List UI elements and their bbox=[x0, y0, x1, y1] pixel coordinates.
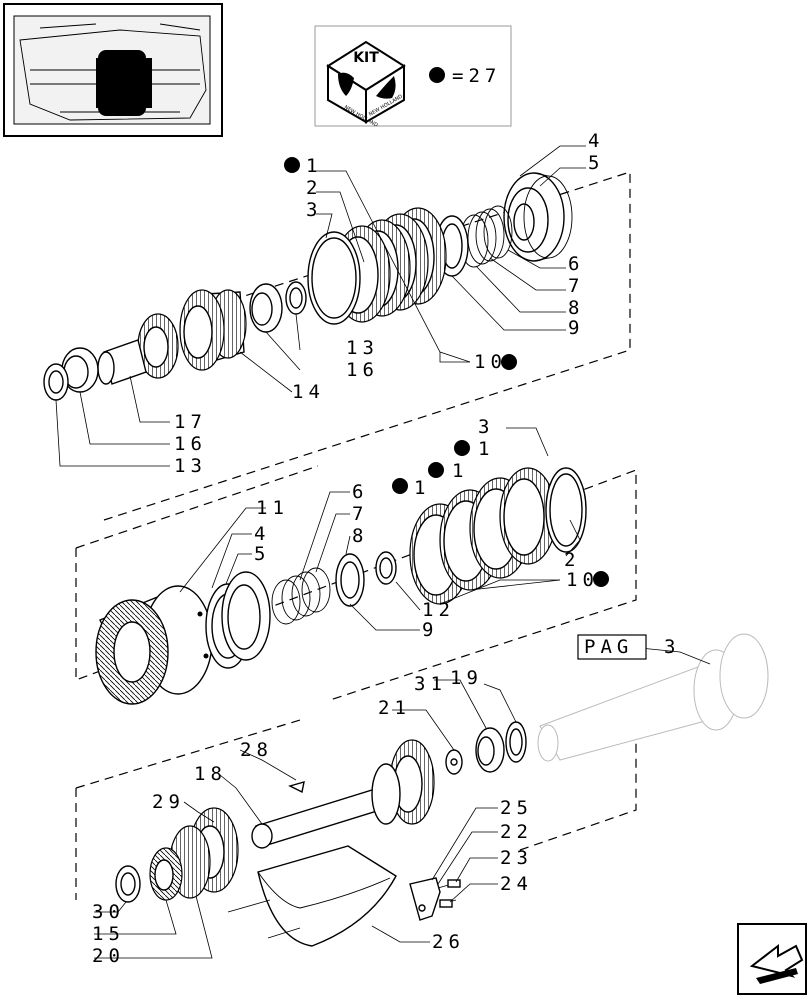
kit-dot-d1b bbox=[428, 462, 444, 478]
callout-e22: 22 bbox=[500, 821, 533, 843]
callout-c16b: 16 bbox=[174, 433, 207, 455]
page-reference-box: PAG bbox=[584, 636, 633, 658]
page-reference-number: 3 bbox=[664, 636, 680, 658]
callout-c6: 6 bbox=[568, 253, 584, 275]
kit-badge-text: KIT bbox=[353, 50, 379, 66]
callout-d6: 6 bbox=[352, 481, 368, 503]
callout-d8: 8 bbox=[352, 525, 368, 547]
callout-e30: 30 bbox=[92, 901, 125, 923]
kit-legend: KIT NEW HOLLAND NEW HOLLAND =27 bbox=[314, 25, 512, 129]
callout-d1c: 1 bbox=[414, 477, 430, 499]
kit-dot-c10 bbox=[501, 354, 517, 370]
callout-c17: 17 bbox=[174, 411, 207, 433]
callout-c14: 14 bbox=[292, 381, 325, 403]
callout-c3: 3 bbox=[306, 199, 322, 221]
callout-c16a: 16 bbox=[346, 359, 379, 381]
callout-e25: 25 bbox=[500, 797, 533, 819]
callout-d1b: 1 bbox=[452, 460, 468, 482]
callout-c1: 1 bbox=[306, 155, 322, 177]
callout-d3: 3 bbox=[478, 416, 494, 438]
kit-cube-icon: KIT NEW HOLLAND NEW HOLLAND bbox=[326, 40, 406, 129]
bottom-shaft-assembly bbox=[115, 633, 769, 947]
kit-dot-d1a bbox=[454, 440, 470, 456]
callout-c13b: 13 bbox=[174, 455, 207, 477]
callout-c13a: 13 bbox=[346, 337, 379, 359]
top-clutch-pack bbox=[43, 172, 573, 401]
callout-d10: 10 bbox=[566, 569, 599, 591]
kit-marker-dot bbox=[429, 67, 445, 83]
callout-e29: 29 bbox=[152, 791, 185, 813]
callout-e31: 31 bbox=[414, 673, 447, 695]
kit-dot-d1c bbox=[392, 478, 408, 494]
kit-dot-d10 bbox=[593, 571, 609, 587]
callout-d4: 4 bbox=[254, 523, 270, 545]
leader-lines bbox=[55, 145, 711, 959]
callout-d5: 5 bbox=[254, 543, 270, 565]
callout-e21: 21 bbox=[378, 697, 411, 719]
callout-d12: 12 bbox=[422, 599, 455, 621]
callout-e28: 28 bbox=[240, 739, 273, 761]
callout-e23: 23 bbox=[500, 847, 533, 869]
previous-page-arrow-button[interactable] bbox=[737, 923, 807, 995]
callout-e18: 18 bbox=[194, 763, 227, 785]
callout-d11: 11 bbox=[256, 497, 289, 519]
group-boundary-middle bbox=[75, 465, 637, 701]
kit-dot-c1 bbox=[284, 157, 300, 173]
callout-labels: 1 2 3 4 5 6 7 8 9 10 13 16 14 17 16 13 3… bbox=[92, 130, 609, 967]
callout-e26: 26 bbox=[432, 931, 465, 953]
page-reference: PAG 3 bbox=[577, 634, 680, 660]
callout-d2: 2 bbox=[564, 549, 580, 571]
callout-e15: 15 bbox=[92, 923, 125, 945]
callout-c7: 7 bbox=[568, 275, 584, 297]
middle-clutch-pack bbox=[95, 467, 587, 705]
callout-d7: 7 bbox=[352, 503, 368, 525]
locator-thumbnail bbox=[3, 3, 223, 137]
callout-c10: 10 bbox=[474, 351, 507, 373]
callout-c8: 8 bbox=[568, 297, 584, 319]
callout-d9: 9 bbox=[422, 619, 438, 641]
callout-c9: 9 bbox=[568, 317, 584, 339]
callout-e24: 24 bbox=[500, 873, 533, 895]
callout-e20: 20 bbox=[92, 945, 125, 967]
callout-c2: 2 bbox=[306, 177, 322, 199]
callout-c5: 5 bbox=[588, 152, 604, 174]
callout-d1a: 1 bbox=[478, 438, 494, 460]
kit-legend-value: =27 bbox=[452, 65, 501, 87]
callout-c4: 4 bbox=[588, 130, 604, 152]
callout-e19: 19 bbox=[450, 667, 483, 689]
